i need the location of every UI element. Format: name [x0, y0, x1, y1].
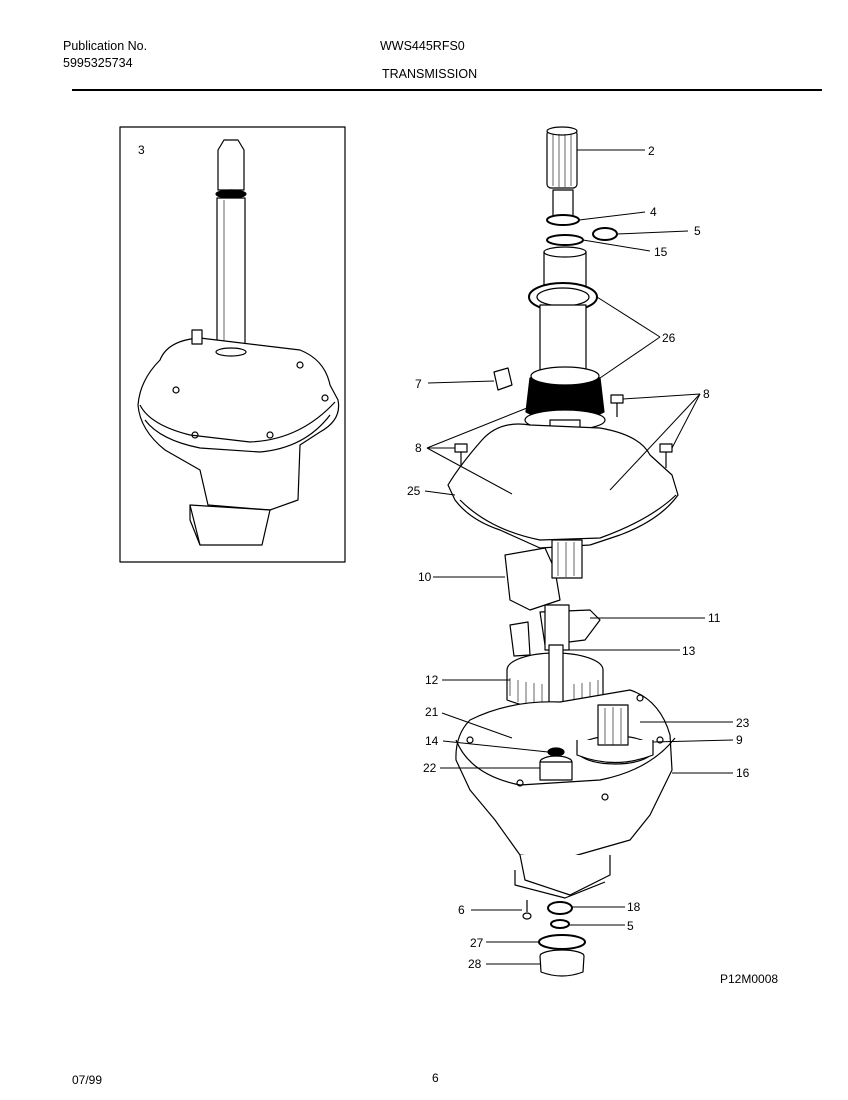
part-6-screw [522, 900, 532, 920]
callout-6: 6 [458, 903, 465, 917]
callout-4: 4 [650, 205, 657, 219]
footer-date: 07/99 [72, 1073, 103, 1087]
callout-21: 21 [425, 705, 439, 719]
callout-11: 11 [708, 611, 721, 625]
part-7-cap [493, 367, 513, 391]
callout-5-lower: 5 [627, 919, 634, 933]
callout-15: 15 [654, 245, 668, 259]
part-26-seal [528, 282, 598, 376]
inset-label: 3 [138, 143, 145, 157]
part-5-clip-lower [550, 919, 570, 929]
model-number: WWS445RFS0 [380, 39, 465, 53]
part-10-gear [504, 539, 583, 611]
callout-26: 26 [662, 331, 676, 345]
callout-10: 10 [418, 570, 432, 584]
publication-number: 5995325734 [63, 56, 133, 70]
part-28-sleeve [539, 949, 585, 977]
part-18-seal [547, 901, 573, 915]
publication-label: Publication No. [63, 39, 148, 53]
part-11-bracket [509, 604, 601, 657]
callout-28: 28 [468, 957, 482, 971]
callout-16: 16 [736, 766, 750, 780]
callout-27: 27 [470, 936, 484, 950]
callout-9: 9 [736, 733, 743, 747]
callout-8a: 8 [703, 387, 710, 401]
leader-lines [424, 149, 734, 965]
part-27-ring [538, 934, 586, 950]
section-title: TRANSMISSION [382, 67, 478, 81]
callout-25: 25 [407, 484, 421, 498]
callout-5: 5 [694, 224, 701, 238]
inset-frame [119, 126, 346, 563]
part-2-spline-cap [546, 126, 578, 189]
part-16-housing [455, 689, 676, 899]
callout-12: 12 [425, 673, 439, 687]
callout-13: 13 [682, 644, 696, 658]
page-number: 6 [432, 1071, 439, 1085]
callout-labels: 3 2 4 5 15 26 7 8 8 25 10 11 13 12 21 23… [138, 143, 750, 971]
callout-2: 2 [648, 144, 655, 158]
part-5-clip [592, 227, 618, 241]
callout-8b: 8 [415, 441, 422, 455]
part-9-gear [576, 704, 654, 765]
callout-23: 23 [736, 716, 750, 730]
assembled-transmission-illustration [137, 139, 340, 546]
figure-code: P12M0008 [720, 972, 779, 986]
callout-14: 14 [425, 734, 439, 748]
part-15-washer [546, 234, 584, 246]
callout-18: 18 [627, 900, 641, 914]
callout-22: 22 [423, 761, 437, 775]
part-4-ring [546, 214, 580, 226]
part-25-cover [447, 423, 679, 549]
header-rule [72, 89, 822, 91]
part-22-bearing [539, 747, 573, 781]
callout-7: 7 [415, 377, 422, 391]
